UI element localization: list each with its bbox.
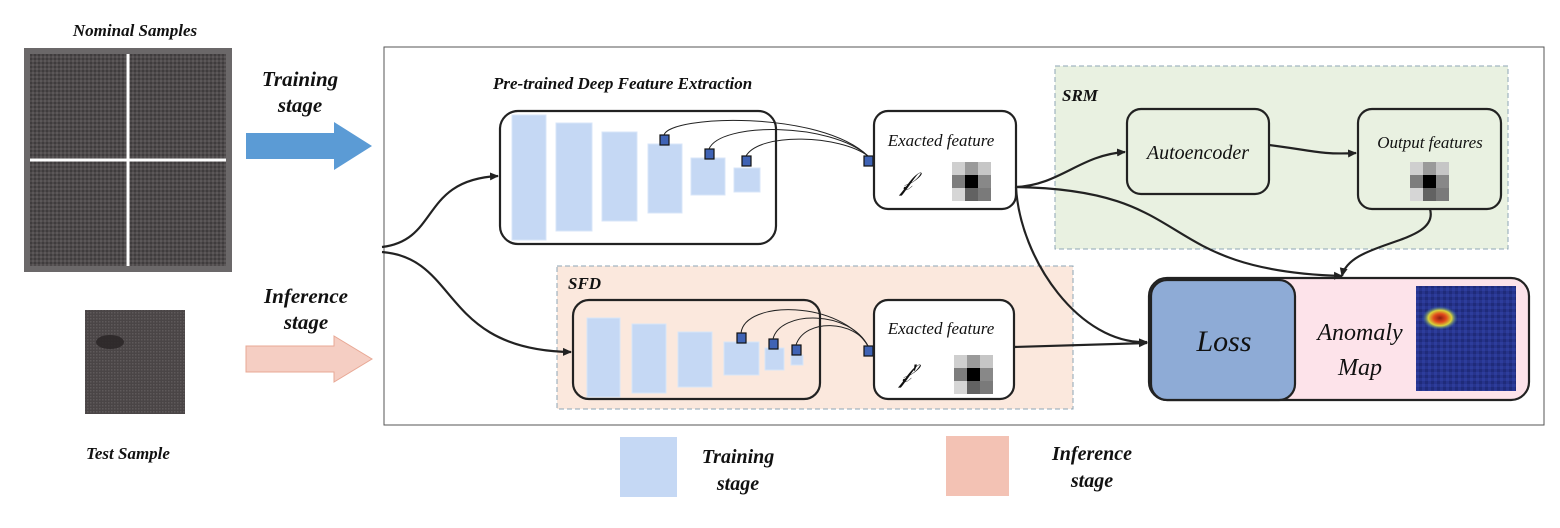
legend-inference-swatch [946, 436, 1009, 496]
inference-skip-curves [740, 309, 869, 347]
inference-network-layers [586, 317, 804, 398]
extraction-title: Pre-trained Deep Feature Extraction [492, 74, 752, 93]
nominal-samples-grid [24, 48, 232, 272]
inference-arrow-label-1: Inference [263, 284, 348, 308]
pipeline-frame [383, 46, 1545, 426]
test-sample-title: Test Sample [86, 444, 170, 463]
output-feature-patch [1410, 162, 1449, 201]
training-skip-curves [663, 119, 869, 157]
srm-title: SRM [1062, 86, 1099, 105]
training-feature-label: Exacted feature [887, 131, 995, 150]
legend-training-swatch [620, 437, 677, 497]
flow-connectors [381, 143, 1432, 356]
output-features-box [1356, 107, 1503, 211]
training-feature-patch [952, 162, 991, 201]
legend-training-label-2: stage [716, 473, 759, 495]
loss-box [1149, 278, 1297, 402]
autoencoder-box [1125, 107, 1271, 196]
inference-stage-arrow [245, 335, 373, 383]
test-sample-image [85, 310, 185, 414]
training-arrow-label-1: Training [262, 67, 338, 91]
training-network-layers [511, 114, 761, 241]
loss-label: Loss [1195, 325, 1251, 358]
legend-inference-label-2: stage [1070, 470, 1113, 492]
nominal-samples-title: Nominal Samples [72, 21, 198, 40]
legend-training-label-1: Training [702, 446, 775, 468]
inference-arrow-label-2: stage [283, 310, 328, 334]
legend-inference-label-1: Inference [1051, 443, 1132, 465]
autoencoder-label: Autoencoder [1145, 142, 1249, 164]
anomaly-map-label-1: Anomaly [1315, 320, 1403, 346]
inference-feature-patch [954, 355, 993, 394]
inference-feature-label: Exacted feature [887, 319, 995, 338]
anomaly-map-label-2: Map [1337, 355, 1382, 381]
training-arrow-label-2: stage [277, 93, 322, 117]
anomaly-heatmap-image [1416, 286, 1516, 391]
output-features-label: Output features [1377, 133, 1483, 152]
training-stage-arrow [246, 122, 372, 170]
sfd-title: SFD [568, 274, 601, 293]
training-feature-box [872, 109, 1018, 211]
